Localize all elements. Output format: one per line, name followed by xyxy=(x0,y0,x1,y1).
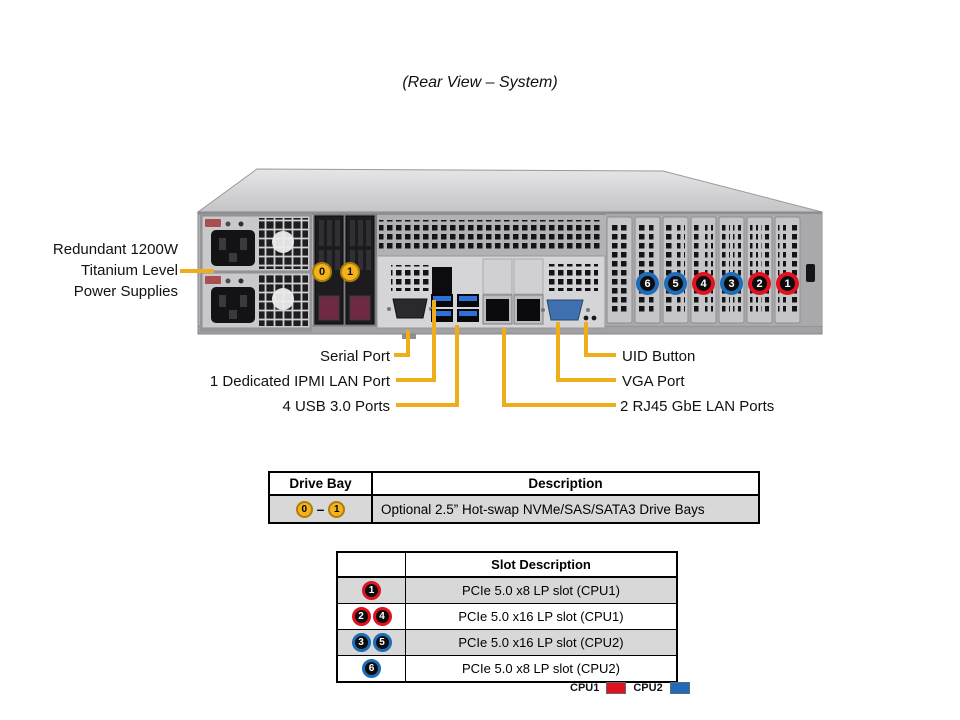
legend-swatch-cpu1 xyxy=(606,682,627,694)
psu-label: Redundant 1200W Titanium Level Power Sup… xyxy=(20,239,178,302)
drive-bay-description: Optional 2.5” Hot-swap NVMe/SAS/SATA3 Dr… xyxy=(381,501,705,517)
uid-button-label: UID Button xyxy=(622,348,696,365)
serial-port xyxy=(392,298,428,319)
usb-ports-label: 4 USB 3.0 Ports xyxy=(282,398,390,415)
legend-label-cpu1: CPU1 xyxy=(570,682,600,694)
pcie-slot-badge-6: 6 xyxy=(636,272,659,295)
pcie-slot-badge-1: 1 xyxy=(776,272,799,295)
drive-bay-cell: 0–1 xyxy=(270,496,373,522)
psu-1 xyxy=(201,215,311,272)
callout-line-usb-v xyxy=(455,325,459,407)
usb-ports xyxy=(431,294,479,322)
drive-bay-col-header: Drive Bay xyxy=(270,473,373,494)
vga-port-label: VGA Port xyxy=(622,373,685,390)
slot-description-cell: PCIe 5.0 x8 LP slot (CPU2) xyxy=(462,661,620,676)
pcie-slot-badge-4: 4 xyxy=(692,272,715,295)
slot-badge-3: 3 xyxy=(351,633,371,652)
rj45-lan-ports xyxy=(482,294,544,325)
callout-line-uid-h xyxy=(586,353,616,357)
server-chassis-graphic xyxy=(196,168,823,339)
server-rear-illustration xyxy=(190,165,830,345)
slot-description-col-header: Slot Description xyxy=(491,557,591,572)
callout-line-psu xyxy=(180,269,214,273)
lan-ports-label: 2 RJ45 GbE LAN Ports xyxy=(620,398,775,415)
drive-bay-table: Drive Bay Description 0–1 Optional 2.5” H… xyxy=(268,471,760,524)
psu-2 xyxy=(201,272,311,329)
drive-bay-badge-1: 1 xyxy=(340,262,360,282)
slot-badge-4: 4 xyxy=(372,607,392,626)
uid-button xyxy=(583,315,589,321)
bay-badge-1: 1 xyxy=(328,500,346,518)
slot-col-header xyxy=(338,553,406,576)
callout-line-serial-v xyxy=(406,330,410,357)
callout-line-uid-v xyxy=(584,322,588,357)
callout-line-ipmi-v xyxy=(432,300,436,382)
ipmi-lan-label: 1 Dedicated IPMI LAN Port xyxy=(209,373,390,390)
slot-table-row: 6 PCIe 5.0 x8 LP slot (CPU2) xyxy=(338,656,676,681)
callout-line-usb-h xyxy=(396,403,459,407)
legend-label-cpu2: CPU2 xyxy=(633,682,663,694)
slot-description-cell: PCIe 5.0 x16 LP slot (CPU1) xyxy=(458,609,624,624)
callout-line-ipmi-h xyxy=(396,378,436,382)
callout-line-vga-h xyxy=(558,378,616,382)
description-col-header: Description xyxy=(528,476,603,491)
slot-badge-6: 6 xyxy=(362,659,381,678)
slot-table-row: 1 PCIe 5.0 x8 LP slot (CPU1) xyxy=(338,578,676,604)
pcie-slot-brackets xyxy=(606,214,822,326)
ipmi-lan-port xyxy=(432,267,452,298)
bay-range-dash: – xyxy=(316,501,325,517)
bay-badge-0: 0 xyxy=(295,500,313,518)
callout-line-serial-h xyxy=(394,353,410,357)
callout-line-lan-h xyxy=(504,403,616,407)
slot-number-cell: 6 xyxy=(338,656,406,681)
pcie-slot-badge-2: 2 xyxy=(748,272,771,295)
slot-number-cell: 1 xyxy=(338,578,406,603)
psu-label-line2: Titanium Level xyxy=(81,262,178,279)
drive-bay-table-body: 0–1 Optional 2.5” Hot-swap NVMe/SAS/SATA3… xyxy=(270,496,758,522)
psu-label-line1: Redundant 1200W xyxy=(52,241,178,258)
serial-port-label: Serial Port xyxy=(319,348,390,365)
legend-swatch-cpu2 xyxy=(669,682,690,694)
drive-bay-table-row: 0–1 Optional 2.5” Hot-swap NVMe/SAS/SATA3… xyxy=(270,496,758,522)
slot-badge-1: 1 xyxy=(362,581,381,600)
callout-line-vga-v xyxy=(556,322,560,382)
slot-description-cell: PCIe 5.0 x8 LP slot (CPU1) xyxy=(462,583,620,598)
drive-bays xyxy=(313,214,377,326)
callout-line-lan-v xyxy=(502,328,506,407)
psu-label-line3: Power Supplies xyxy=(73,283,178,300)
vga-port xyxy=(546,299,584,321)
drive-bay-badge-0: 0 xyxy=(312,262,332,282)
slot-badge-2: 2 xyxy=(351,607,371,626)
drive-bay-table-header: Drive Bay Description xyxy=(270,473,758,496)
slot-badge-5: 5 xyxy=(372,633,392,652)
pcie-slot-badge-3: 3 xyxy=(720,272,743,295)
slot-table-header: Slot Description xyxy=(338,553,676,578)
pcie-slot-badge-5: 5 xyxy=(664,272,687,295)
page-title: (Rear View – System) xyxy=(402,74,558,91)
slot-description-cell: PCIe 5.0 x16 LP slot (CPU2) xyxy=(458,635,624,650)
cpu-legend: CPU1 CPU2 xyxy=(570,682,690,694)
io-panel xyxy=(376,255,606,329)
